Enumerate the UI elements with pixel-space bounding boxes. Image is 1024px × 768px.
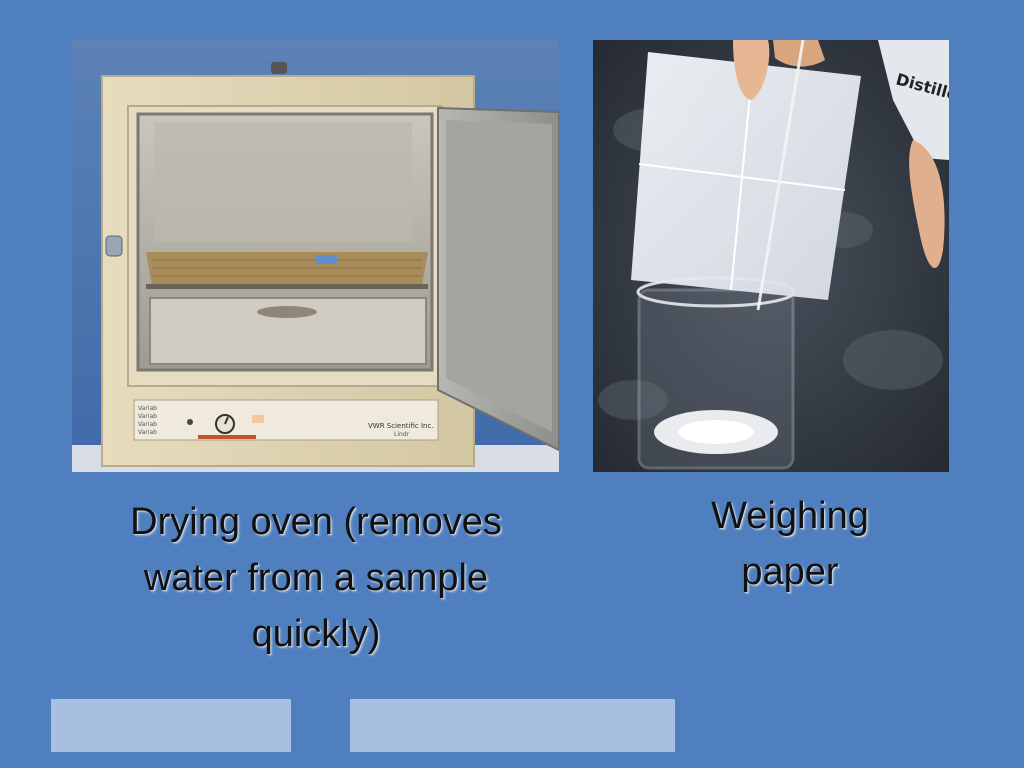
placeholder-box-left [51,699,291,752]
oven-model-text: Lindr [394,431,410,438]
svg-text:Variab: Variab [138,429,157,436]
svg-text:Variab: Variab [138,405,157,412]
svg-text:Variab: Variab [138,413,157,420]
placeholder-box-right [350,699,675,752]
drying-oven-caption: Drying oven (removes water from a sample… [130,501,502,655]
weighing-paper-caption: Weighing paper [711,495,869,593]
weighing-paper-photo: Distille [593,40,949,472]
drying-oven-photo: Variab Variab Variab Variab VWR Scientif… [72,40,559,472]
oven-brand-text: VWR Scientific Inc. [368,422,434,430]
svg-text:Variab: Variab [138,421,157,428]
